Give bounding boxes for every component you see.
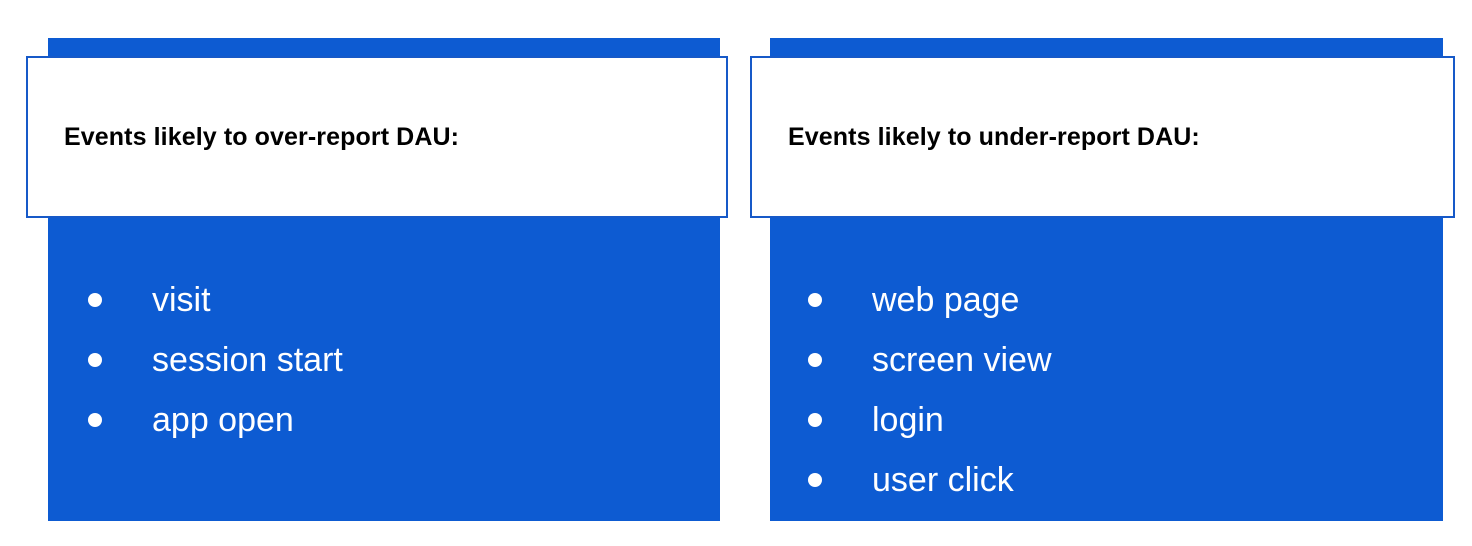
list-item: visit [88,270,343,330]
list-item: web page [808,270,1052,330]
list-item-label: user click [872,461,1014,499]
bullet-dot-icon [88,353,102,367]
bullet-dot-icon [808,413,822,427]
bullet-dot-icon [808,353,822,367]
list-item: session start [88,330,343,390]
bullet-dot-icon [808,293,822,307]
card-under-report-list: web page screen view login user click [808,270,1052,510]
list-item: login [808,390,1052,450]
card-over-report-header: Events likely to over-report DAU: [26,56,728,218]
list-item-label: web page [872,281,1020,319]
list-item-label: login [872,401,944,439]
bullet-dot-icon [88,293,102,307]
list-item-label: app open [152,401,294,439]
card-over-report-title: Events likely to over-report DAU: [64,122,460,151]
list-item-label: session start [152,341,343,379]
list-item-label: visit [152,281,211,319]
card-over-report-list: visit session start app open [88,270,343,450]
list-item: user click [808,450,1052,510]
bullet-dot-icon [88,413,102,427]
list-item: screen view [808,330,1052,390]
list-item: app open [88,390,343,450]
card-under-report-title: Events likely to under-report DAU: [788,122,1200,151]
bullet-dot-icon [808,473,822,487]
list-item-label: screen view [872,341,1052,379]
card-under-report-header: Events likely to under-report DAU: [750,56,1455,218]
